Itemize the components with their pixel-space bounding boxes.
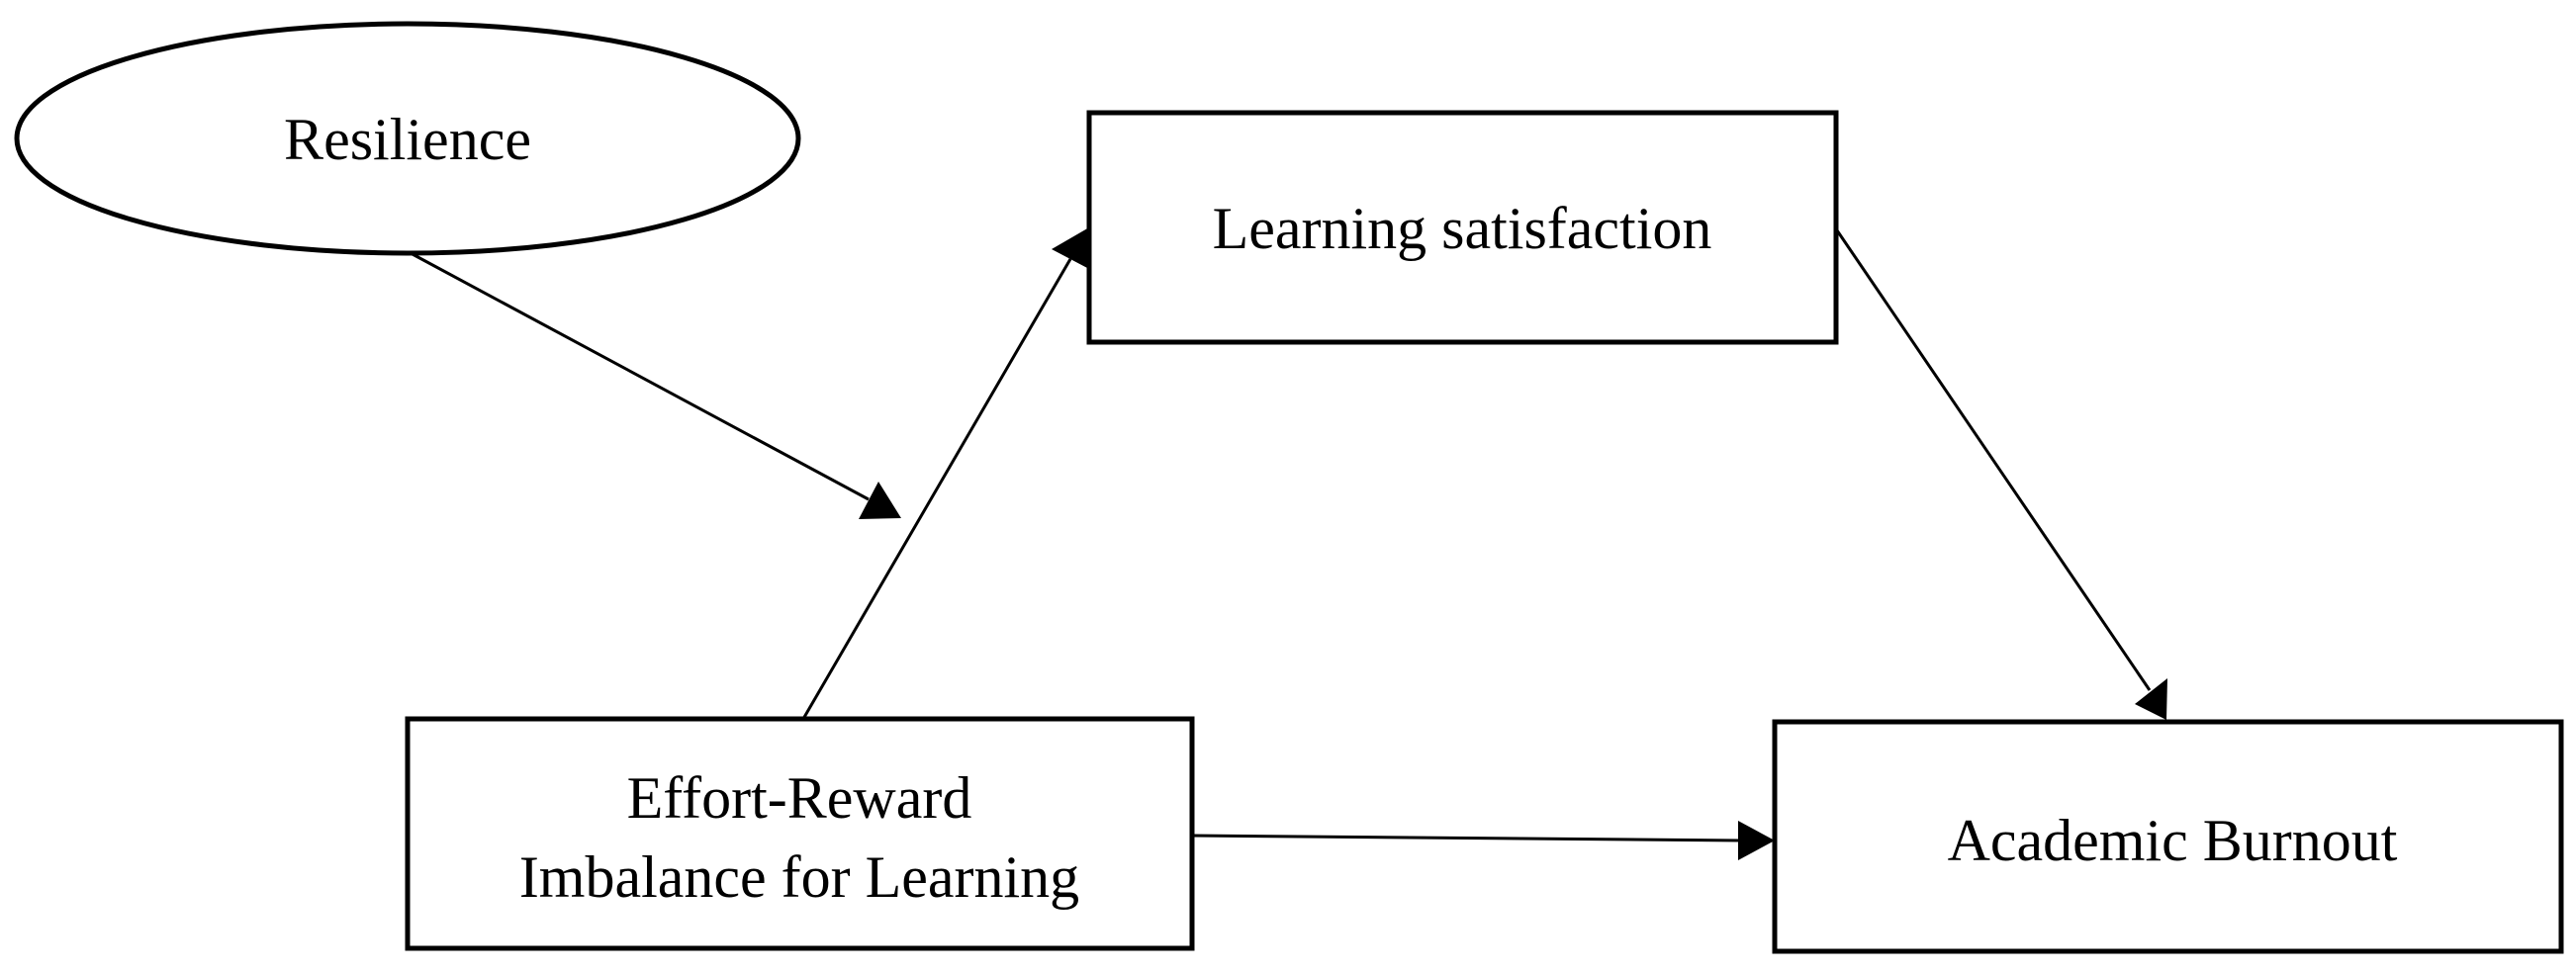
arrowhead-icon [2135,678,2167,720]
arrowhead-icon [1738,821,1775,860]
effort-reward-box [405,716,1195,951]
edge-line [1835,229,2152,691]
effort-reward-label-line-1: Effort-Reward [627,765,972,831]
learning-satisfaction-box [1086,110,1839,345]
resilience-ellipse [14,21,801,256]
arrowhead-icon [1052,227,1089,269]
edge-effort-reward-to-academic-burnout [1191,821,1775,860]
resilience-label: Resilience [284,107,531,172]
edge-effort-reward-to-learning-satisfaction [801,227,1089,720]
arrowhead-icon [859,482,901,519]
effort-reward-label-line-2: Imbalance for Learning [519,844,1079,910]
node-learning-satisfaction: Learning satisfaction [1086,110,1839,345]
node-resilience: Resilience [14,21,801,256]
academic-burnout-box [1772,719,2564,954]
edge-learning-satisfaction-to-academic-burnout [1835,229,2167,720]
academic-burnout-label: Academic Burnout [1948,808,2398,873]
edge-line [1191,834,1742,842]
edge-resilience-moderation [410,251,901,519]
node-academic-burnout: Academic Burnout [1772,719,2564,954]
learning-satisfaction-label: Learning satisfaction [1213,196,1712,261]
edge-line [801,258,1072,720]
node-effort-reward-imbalance: Effort-Reward Imbalance for Learning [405,716,1195,951]
edge-line [410,251,870,501]
